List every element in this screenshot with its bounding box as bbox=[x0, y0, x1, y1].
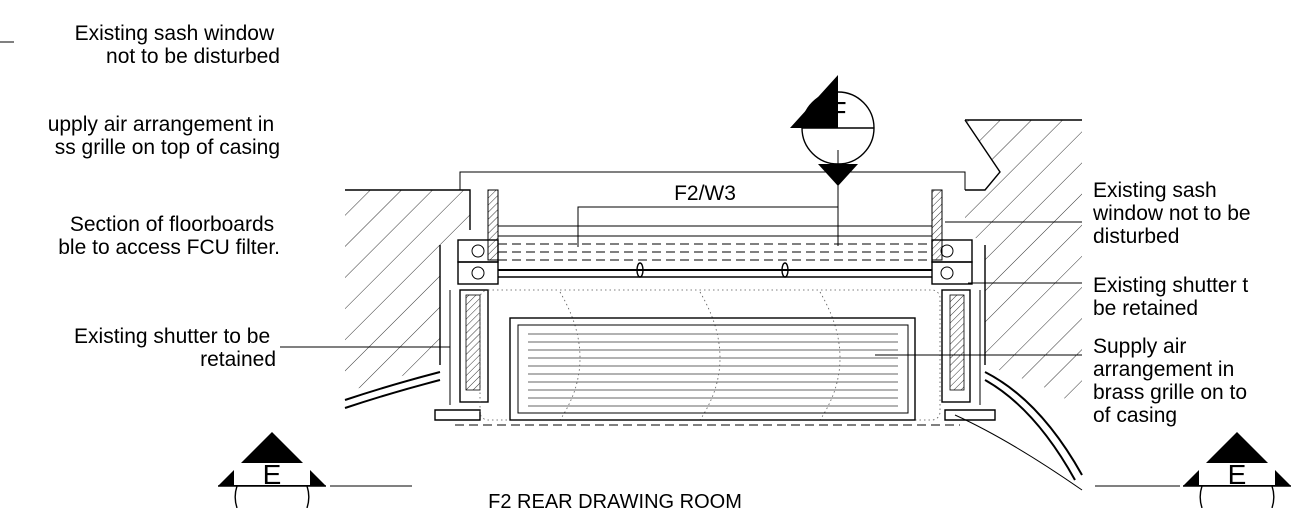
left-shutter-note: Existing shutter to be retained bbox=[74, 325, 276, 371]
section-marker-e-right: E bbox=[1095, 432, 1291, 508]
left-wall bbox=[345, 189, 471, 392]
window-reference: F2/W3 bbox=[674, 182, 736, 205]
room-wall-arcs bbox=[344, 371, 1083, 491]
fcu-outline bbox=[479, 289, 941, 421]
sash-rails bbox=[498, 225, 932, 278]
left-sash-note: Existing sash window not to be disturbed bbox=[75, 22, 280, 68]
right-wall bbox=[964, 119, 1082, 408]
section-marker-f: F bbox=[790, 75, 875, 186]
right-sash-note: Existing sash window not to be disturbed bbox=[1092, 179, 1256, 248]
section-marker-e-left-label: E bbox=[263, 459, 282, 490]
section-marker-f-label: F bbox=[829, 96, 846, 127]
leader-lines bbox=[0, 41, 1082, 356]
left-supply-note: upply air arrangement in ss grille on to… bbox=[48, 113, 280, 159]
room-title: F2 REAR DRAWING ROOM bbox=[488, 491, 742, 508]
section-marker-e-right-label: E bbox=[1228, 459, 1247, 490]
section-marker-e-left: E bbox=[218, 432, 412, 508]
opening-head bbox=[459, 171, 966, 190]
right-supply-note: Supply air arrangement in brass grille o… bbox=[1093, 335, 1253, 427]
right-casing bbox=[931, 189, 996, 421]
supply-grille bbox=[509, 317, 916, 421]
left-floorboards-note: Section of floorboards ble to access FCU… bbox=[58, 213, 280, 259]
right-shutter-note: Existing shutter t be retained bbox=[1093, 274, 1254, 320]
